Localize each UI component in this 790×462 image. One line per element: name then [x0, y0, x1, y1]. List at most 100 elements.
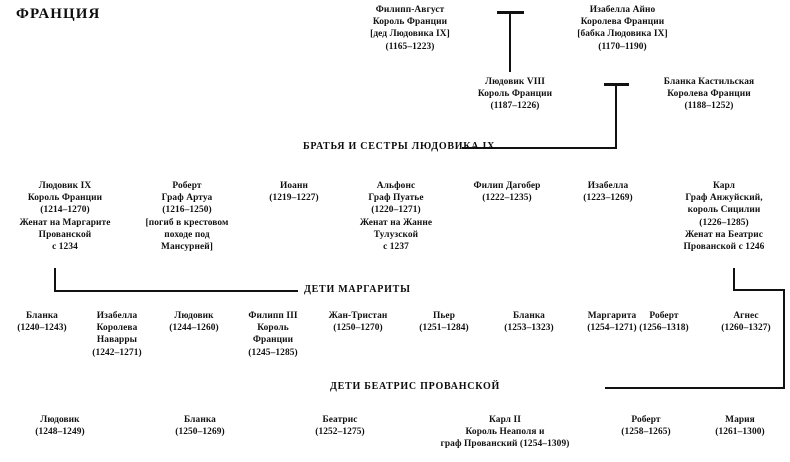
node-name: Изабелла Айно	[589, 5, 656, 15]
node-line: Королева Франции	[580, 17, 665, 28]
node-name: Роберт	[172, 181, 202, 191]
node-isabelle-hainaut: Изабелла Айно Королева Франции [бабка Лю…	[530, 4, 715, 53]
node-line: (1250–1269)	[175, 427, 225, 438]
node-line: Граф Пуатье	[368, 193, 424, 204]
node-name: Бланка Кастильская	[663, 77, 755, 87]
node-line: (1188–1252)	[684, 101, 734, 112]
band-label-beatrice-children: ДЕТИ БЕАТРИС ПРОВАНСКОЙ	[330, 381, 501, 392]
node-name: Филипп III	[248, 311, 298, 321]
node-line: (1242–1271)	[92, 347, 142, 358]
node-line: Граф Артуа	[161, 193, 213, 204]
node-name: Бланка	[513, 311, 545, 321]
node-line: Граф Анжуйский,	[685, 193, 763, 204]
node-beatrice-child-marie: Мария (1261–1300)	[692, 414, 788, 438]
node-line: Мансурней]	[161, 242, 213, 253]
band-label-margarita-children: ДЕТИ МАРГАРИТЫ	[304, 284, 411, 295]
marriage-link-gen2	[604, 83, 629, 86]
node-name: Карл	[712, 181, 735, 191]
node-line: (1261–1300)	[715, 427, 765, 438]
node-line: Женат на Маргарите	[19, 217, 111, 228]
node-line: (1245–1285)	[248, 347, 298, 358]
node-line: (1165–1223)	[385, 41, 435, 52]
node-name: Бланка	[26, 311, 58, 321]
node-line: (1256–1318)	[639, 323, 689, 334]
node-name: Агнес	[733, 311, 759, 321]
node-line: с 1237	[383, 242, 409, 253]
node-line: (1253–1323)	[504, 323, 554, 334]
node-line: Король Франции	[27, 193, 103, 204]
node-name: Изабелла	[587, 181, 629, 191]
node-sibling-charles: Карл Граф Анжуйский, король Сицилии (122…	[660, 180, 788, 253]
node-line: король Сицилии	[687, 205, 761, 216]
node-child-blanche-1240: Бланка (1240–1243)	[0, 310, 84, 334]
band-label-siblings: БРАТЬЯ И СЕСТРЫ ЛЮДОВИКА IX	[303, 141, 496, 152]
node-line: [бабка Людовика IX]	[577, 29, 668, 40]
connector-gen1-to-gen2	[509, 14, 511, 72]
node-line: Король	[257, 323, 289, 334]
node-line: (1244–1260)	[169, 323, 219, 334]
connector-charles-horizontal	[733, 289, 785, 291]
node-louis-viii: Людовик VIII Король Франции (1187–1226)	[455, 76, 575, 113]
node-line: (1222–1235)	[482, 193, 532, 204]
node-name: Мария	[725, 415, 755, 425]
node-line: (1258–1265)	[621, 427, 671, 438]
node-sibling-louis-ix: Людовик IX Король Франции (1214–1270) Же…	[2, 180, 128, 253]
node-name: Филип Дагобер	[473, 181, 541, 191]
node-line: (1251–1284)	[419, 323, 469, 334]
node-line: (1240–1243)	[17, 323, 67, 334]
node-line: (1260–1327)	[721, 323, 771, 334]
node-line: Король Франции	[477, 89, 553, 100]
node-line: граф Прованский (1254–1309)	[440, 439, 570, 450]
node-name: Маргарита	[587, 311, 637, 321]
node-line: (1219–1227)	[269, 193, 319, 204]
connector-right-edge-vertical	[783, 289, 785, 389]
node-line: Женат на Жанне	[359, 217, 433, 228]
node-line: Наварры	[96, 335, 138, 346]
node-name: Иоанн	[280, 181, 308, 191]
node-name: Людовик	[174, 311, 214, 321]
node-name: Филипп-Август	[375, 5, 445, 15]
node-line: (1252–1275)	[315, 427, 365, 438]
node-line: Король Неаполя и	[465, 427, 545, 438]
node-beatrice-child-charles-ii: Карл II Король Неаполя и граф Прованский…	[410, 414, 600, 451]
node-beatrice-child-robert: Роберт (1258–1265)	[598, 414, 694, 438]
node-name: Жан-Тристан	[328, 311, 388, 321]
node-name: Пьер	[432, 311, 456, 321]
node-line: Королева	[96, 323, 138, 334]
node-beatrice-child-beatrice: Беатрис (1252–1275)	[280, 414, 400, 438]
node-line: (1170–1190)	[598, 41, 647, 52]
node-line: (1223–1269)	[583, 193, 633, 204]
node-line: Женат на Беатрис	[684, 229, 764, 240]
node-line: Тулузской	[373, 229, 419, 240]
connector-louis-ix-vertical	[54, 268, 56, 292]
node-child-pierre: Пьер (1251–1284)	[400, 310, 488, 334]
connector-charles-vertical	[733, 268, 735, 291]
node-child-marguerite: Маргарита (1254–1271)	[568, 310, 656, 334]
node-name: Бланка	[184, 415, 216, 425]
node-line: (1248–1249)	[35, 427, 85, 438]
node-sibling-jean: Иоанн (1219–1227)	[248, 180, 340, 204]
node-beatrice-child-louis: Людовик (1248–1249)	[0, 414, 120, 438]
node-sibling-robert: Роберт Граф Артуа (1216–1250) [погиб в к…	[126, 180, 248, 253]
node-child-isabelle-navarre: Изабелла Королева Наварры (1242–1271)	[74, 310, 160, 359]
node-line: [дед Людовика IX]	[370, 29, 450, 40]
node-name: Альфонс	[376, 181, 416, 191]
connector-margarita-horizontal	[54, 290, 298, 292]
node-line: походе под	[164, 229, 210, 240]
node-line: (1187–1226)	[490, 101, 540, 112]
node-child-philippe-iii: Филипп III Король Франции (1245–1285)	[228, 310, 318, 359]
connector-gen2-vertical	[615, 86, 617, 149]
node-child-louis-1244: Людовик (1244–1260)	[152, 310, 236, 334]
node-line: (1220–1271)	[371, 205, 421, 216]
node-name: Людовик IX	[38, 181, 92, 191]
node-name: Людовик VIII	[485, 77, 545, 87]
node-line: (1226–1285)	[699, 217, 749, 228]
node-line: Франции	[252, 335, 294, 346]
node-line: Королева Франции	[667, 89, 751, 100]
node-line: Прованской с 1246	[683, 242, 765, 253]
node-line: (1254–1271)	[587, 323, 637, 334]
node-name: Карл II	[489, 415, 521, 425]
node-name: Изабелла	[96, 311, 138, 321]
node-beatrice-child-blanche: Бланка (1250–1269)	[140, 414, 260, 438]
